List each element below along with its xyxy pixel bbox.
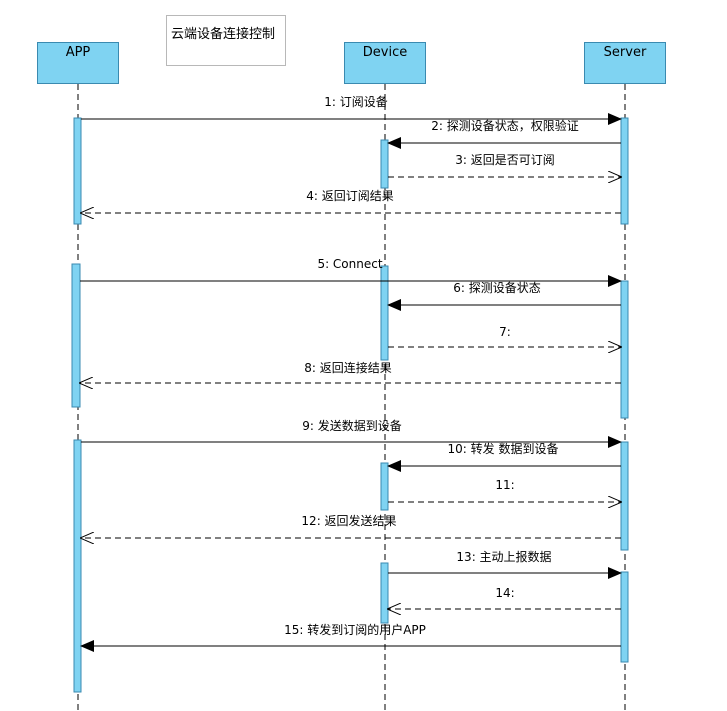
activation-device-2: [380, 265, 389, 361]
message-label-1: 1: 订阅设备: [324, 95, 388, 109]
message-label-8: 8: 返回连接结果: [304, 360, 392, 375]
message-label-12: 12: 返回发送结果: [301, 513, 396, 528]
message-label-6: 6: 探测设备状态: [453, 281, 541, 295]
diagram-title: 云端设备连接控制: [171, 27, 276, 42]
message-label-4: 4: 返回订阅结果: [306, 189, 394, 203]
activation-server-4: [620, 571, 629, 663]
participant-app: APP: [37, 42, 119, 84]
activation-device-1: [380, 139, 389, 189]
participant-app-label: APP: [65, 44, 91, 60]
activation-server-3: [620, 441, 629, 551]
participant-server: Server: [584, 42, 666, 84]
message-label-7: 7:: [499, 325, 511, 339]
activation-app-1: [73, 117, 82, 225]
message-label-9: 9: 发送数据到设备: [302, 418, 402, 433]
activation-app-2: [71, 263, 81, 408]
activation-server-2: [620, 280, 629, 419]
diagram-title-note: 云端设备连接控制: [166, 15, 286, 66]
participant-device: Device: [344, 42, 426, 84]
message-label-5: 5: Connect: [317, 257, 382, 271]
participant-device-label: Device: [362, 44, 408, 60]
activation-device-4: [380, 562, 389, 624]
message-label-14: 14:: [495, 586, 514, 600]
message-label-3: 3: 返回是否可订阅: [455, 153, 555, 167]
activation-server-1: [620, 117, 629, 225]
message-label-11: 11:: [495, 478, 514, 492]
message-label-10: 10: 转发 数据到设备: [448, 441, 559, 456]
message-label-2: 2: 探测设备状态，权限验证: [431, 118, 579, 133]
participant-server-label: Server: [603, 44, 647, 60]
activation-app-3: [73, 439, 82, 693]
message-label-13: 13: 主动上报数据: [456, 549, 551, 564]
message-label-15: 15: 转发到订阅的用户APP: [284, 622, 426, 637]
activation-device-3: [380, 462, 389, 511]
